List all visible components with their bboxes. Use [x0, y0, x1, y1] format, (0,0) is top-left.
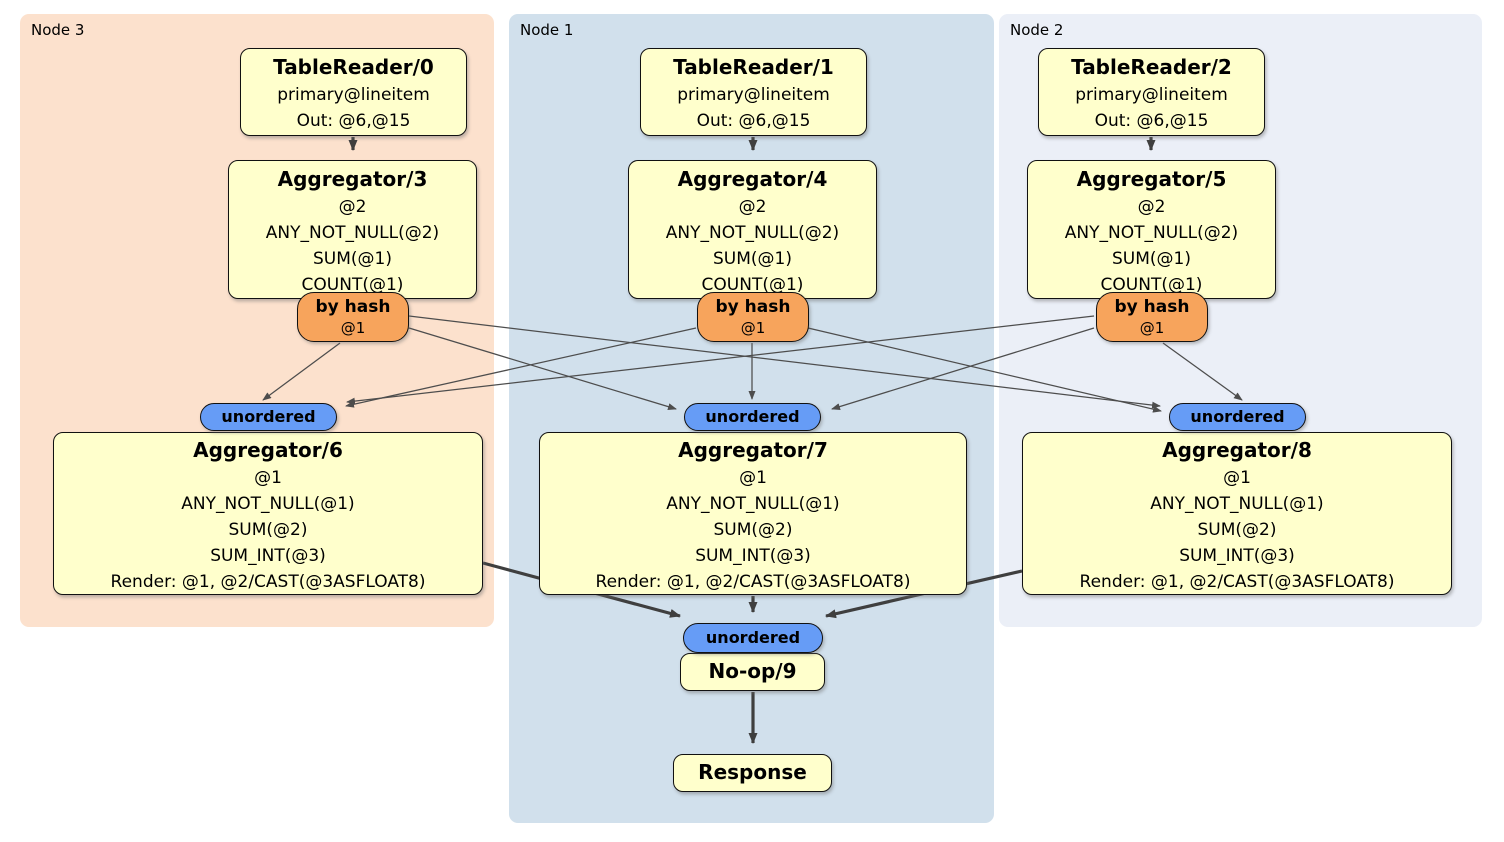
- box-line: @2: [738, 197, 767, 217]
- box-title: Aggregator/4: [677, 167, 828, 191]
- box-line: SUM(@1): [313, 249, 392, 269]
- table-reader-box-0: TableReader/0 primary@lineitem Out: @6,@…: [240, 48, 467, 136]
- aggregator-box-6: Aggregator/6 @1 ANY_NOT_NULL(@1) SUM(@2)…: [53, 432, 483, 595]
- box-line: SUM(@1): [1112, 249, 1191, 269]
- box-title: Aggregator/3: [277, 167, 428, 191]
- router-label: by hash: [315, 297, 391, 317]
- box-title: TableReader/1: [673, 55, 834, 79]
- table-reader-box-1: TableReader/1 primary@lineitem Out: @6,@…: [640, 48, 867, 136]
- box-line: @1: [254, 468, 282, 488]
- panel-label: Node 3: [31, 21, 85, 39]
- stream-label: unordered: [705, 407, 800, 426]
- unordered-stream-badge-final: unordered: [683, 623, 823, 653]
- box-line: SUM(@1): [713, 249, 792, 269]
- stream-label: unordered: [221, 407, 316, 426]
- box-line: SUM(@2): [713, 520, 793, 540]
- box-line: ANY_NOT_NULL(@2): [665, 223, 840, 243]
- box-title: Aggregator/8: [1162, 438, 1312, 462]
- box-line: @2: [338, 197, 367, 217]
- box-line: COUNT(@1): [301, 275, 404, 295]
- box-title: Aggregator/7: [678, 438, 828, 462]
- box-line: SUM(@2): [228, 520, 308, 540]
- aggregator-box-3: Aggregator/3 @2 ANY_NOT_NULL(@2) SUM(@1)…: [228, 160, 477, 299]
- box-line: ANY_NOT_NULL(@2): [1064, 223, 1239, 243]
- box-line: Render: @1, @2/CAST(@3ASFLOAT8): [110, 572, 426, 592]
- unordered-stream-badge-1: unordered: [684, 403, 821, 431]
- hash-router-badge-1: by hash @1: [697, 292, 809, 342]
- aggregator-box-7: Aggregator/7 @1 ANY_NOT_NULL(@1) SUM(@2)…: [539, 432, 967, 595]
- box-line: @1: [739, 468, 767, 488]
- box-line: ANY_NOT_NULL(@1): [181, 494, 355, 514]
- box-line: SUM(@2): [1197, 520, 1277, 540]
- router-label: by hash: [715, 297, 791, 317]
- box-title: Response: [698, 760, 807, 784]
- box-line: ANY_NOT_NULL(@1): [666, 494, 840, 514]
- box-title: Aggregator/6: [193, 438, 343, 462]
- box-title: TableReader/0: [273, 55, 434, 79]
- response-box: Response: [673, 754, 832, 792]
- stream-label: unordered: [705, 628, 801, 647]
- router-detail: @1: [740, 319, 766, 337]
- unordered-stream-badge-2: unordered: [1169, 403, 1306, 431]
- router-detail: @1: [1139, 319, 1165, 337]
- box-line: SUM_INT(@3): [1179, 546, 1295, 566]
- box-line: COUNT(@1): [1100, 275, 1203, 295]
- aggregator-box-4: Aggregator/4 @2 ANY_NOT_NULL(@2) SUM(@1)…: [628, 160, 877, 299]
- box-line: @2: [1137, 197, 1166, 217]
- box-line: COUNT(@1): [701, 275, 804, 295]
- hash-router-badge-0: by hash @1: [297, 292, 409, 342]
- hash-router-badge-2: by hash @1: [1096, 292, 1208, 342]
- box-line: Out: @6,@15: [1094, 111, 1209, 131]
- box-title: Aggregator/5: [1076, 167, 1227, 191]
- box-line: Out: @6,@15: [696, 111, 811, 131]
- table-reader-box-2: TableReader/2 primary@lineitem Out: @6,@…: [1038, 48, 1265, 136]
- box-line: primary@lineitem: [1075, 85, 1228, 105]
- box-line: ANY_NOT_NULL(@1): [1150, 494, 1324, 514]
- unordered-stream-badge-0: unordered: [200, 403, 337, 431]
- panel-label: Node 1: [520, 21, 574, 39]
- box-line: primary@lineitem: [277, 85, 430, 105]
- box-line: Render: @1, @2/CAST(@3ASFLOAT8): [595, 572, 911, 592]
- box-line: ANY_NOT_NULL(@2): [265, 223, 440, 243]
- stream-label: unordered: [1190, 407, 1285, 426]
- router-detail: @1: [340, 319, 366, 337]
- aggregator-box-5: Aggregator/5 @2 ANY_NOT_NULL(@2) SUM(@1)…: [1027, 160, 1276, 299]
- box-title: No-op/9: [708, 659, 797, 683]
- aggregator-box-8: Aggregator/8 @1 ANY_NOT_NULL(@1) SUM(@2)…: [1022, 432, 1452, 595]
- box-line: Out: @6,@15: [296, 111, 411, 131]
- panel-label: Node 2: [1010, 21, 1064, 39]
- box-line: SUM_INT(@3): [695, 546, 811, 566]
- box-line: @1: [1223, 468, 1251, 488]
- box-line: primary@lineitem: [677, 85, 830, 105]
- box-line: SUM_INT(@3): [210, 546, 326, 566]
- router-label: by hash: [1114, 297, 1190, 317]
- box-title: TableReader/2: [1071, 55, 1232, 79]
- noop-box: No-op/9: [680, 653, 825, 691]
- box-line: Render: @1, @2/CAST(@3ASFLOAT8): [1079, 572, 1395, 592]
